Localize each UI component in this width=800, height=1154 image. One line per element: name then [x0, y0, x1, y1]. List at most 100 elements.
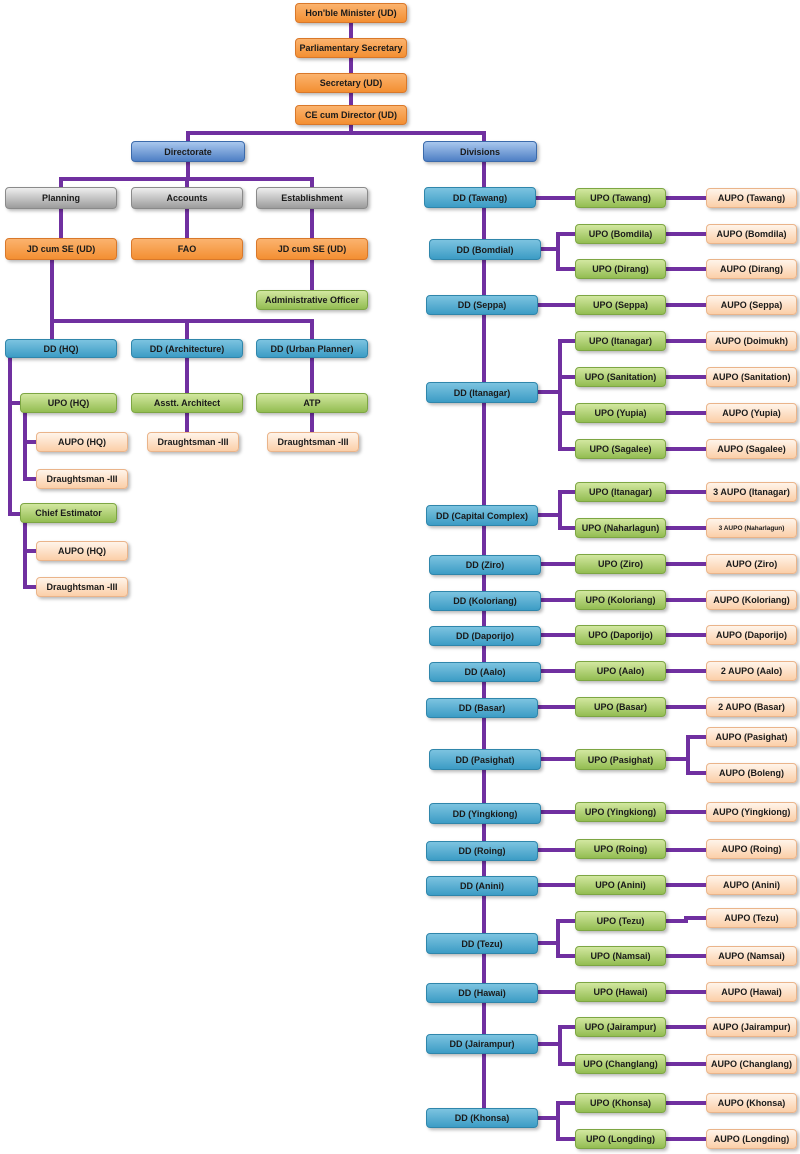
- upo-aalo-box[interactable]: UPO (Aalo): [575, 661, 666, 681]
- upo-itanagar-cc-box[interactable]: UPO (Itanagar): [575, 482, 666, 502]
- dd-koloriang-box[interactable]: DD (Koloriang): [429, 591, 541, 611]
- aupo-yingkiong-box[interactable]: AUPO (Yingkiong): [706, 802, 797, 822]
- upo-naharlagun-box[interactable]: UPO (Naharlagun): [575, 518, 666, 538]
- upo-khonsa-box[interactable]: UPO (Khonsa): [575, 1093, 666, 1113]
- upo-yupia-box[interactable]: UPO (Yupia): [575, 403, 666, 423]
- aupo-sagalee-box[interactable]: AUPO (Sagalee): [706, 439, 797, 459]
- fao-box[interactable]: FAO: [131, 238, 243, 260]
- aupo-roing-box[interactable]: AUPO (Roing): [706, 839, 797, 859]
- upo-namsai-box[interactable]: UPO (Namsai): [575, 946, 666, 966]
- upo-daporijo-box[interactable]: UPO (Daporijo): [575, 625, 666, 645]
- dd-daporijo-box[interactable]: DD (Daporijo): [429, 626, 541, 646]
- aupo-jairampur-box[interactable]: AUPO (Jairampur): [706, 1017, 797, 1037]
- dd-itanagar-box[interactable]: DD (Itanagar): [426, 382, 538, 403]
- divisions-box[interactable]: Divisions: [423, 141, 537, 162]
- aupo-namsai-box[interactable]: AUPO (Namsai): [706, 946, 797, 966]
- aupo-khonsa-box[interactable]: AUPO (Khonsa): [706, 1093, 797, 1113]
- dd-tawang-box[interactable]: DD (Tawang): [424, 187, 536, 208]
- upo-longding-box[interactable]: UPO (Longding): [575, 1129, 666, 1149]
- dd-seppa-box[interactable]: DD (Seppa): [426, 295, 538, 315]
- dd-capital-complex-box[interactable]: DD (Capital Complex): [426, 505, 538, 526]
- aupo-boleng-box[interactable]: AUPO (Boleng): [706, 763, 797, 783]
- upo-pasighat-box[interactable]: UPO (Pasighat): [575, 749, 666, 770]
- dd-anini-box[interactable]: DD (Anini): [426, 876, 538, 896]
- jd-planning-box[interactable]: JD cum SE (UD): [5, 238, 117, 260]
- draughtsman-atp-box[interactable]: Draughtsman -III: [267, 432, 359, 452]
- aupo-daporijo-box[interactable]: AUPO (Daporijo): [706, 625, 797, 645]
- aupo-basar-box[interactable]: 2 AUPO (Basar): [706, 697, 797, 717]
- aupo-hawai-box[interactable]: AUPO (Hawai): [706, 982, 797, 1002]
- upo-yingkiong-box[interactable]: UPO (Yingkiong): [575, 802, 666, 822]
- dd-pasighat-box[interactable]: DD (Pasighat): [429, 749, 541, 770]
- aupo-aalo-box[interactable]: 2 AUPO (Aalo): [706, 661, 797, 681]
- aupo-hq-box-2[interactable]: AUPO (HQ): [36, 541, 128, 561]
- dd-yingkiong-box[interactable]: DD (Yingkiong): [429, 803, 541, 824]
- dd-urban-planner-box[interactable]: DD (Urban Planner): [256, 339, 368, 358]
- draughtsman-box-1[interactable]: Draughtsman -III: [36, 469, 128, 489]
- atp-box[interactable]: ATP: [256, 393, 368, 413]
- upo-tezu-box[interactable]: UPO (Tezu): [575, 911, 666, 931]
- administrative-officer-box[interactable]: Administrative Officer: [256, 290, 368, 310]
- chief-estimator-box[interactable]: Chief Estimator: [20, 503, 117, 523]
- aupo-naharlagun-box[interactable]: 3 AUPO (Naharlagun): [706, 518, 797, 538]
- minister-box[interactable]: Hon'ble Minister (UD): [295, 3, 407, 23]
- upo-sagalee-box[interactable]: UPO (Sagalee): [575, 439, 666, 459]
- parliamentary-secretary-box[interactable]: Parliamentary Secretary: [295, 38, 407, 58]
- dd-basar-box[interactable]: DD (Basar): [426, 698, 538, 718]
- upo-ziro-box[interactable]: UPO (Ziro): [575, 554, 666, 574]
- accounts-box[interactable]: Accounts: [131, 187, 243, 209]
- secretary-box[interactable]: Secretary (UD): [295, 73, 407, 93]
- aupo-anini-box[interactable]: AUPO (Anini): [706, 875, 797, 895]
- draughtsman-architecture-box[interactable]: Draughtsman -III: [147, 432, 239, 452]
- upo-anini-box[interactable]: UPO (Anini): [575, 875, 666, 895]
- aupo-koloriang-box[interactable]: AUPO (Koloriang): [706, 590, 797, 610]
- aupo-hq-box-1[interactable]: AUPO (HQ): [36, 432, 128, 452]
- upo-hawai-box[interactable]: UPO (Hawai): [575, 982, 666, 1002]
- aupo-tezu-box[interactable]: AUPO (Tezu): [706, 908, 797, 928]
- upo-basar-box[interactable]: UPO (Basar): [575, 697, 666, 717]
- aupo-ziro-box[interactable]: AUPO (Ziro): [706, 554, 797, 574]
- asstt-architect-box[interactable]: Asstt. Architect: [131, 393, 243, 413]
- connector-line-3: [59, 207, 314, 240]
- dd-hq-box[interactable]: DD (HQ): [5, 339, 117, 358]
- dd-hawai-box[interactable]: DD (Hawai): [426, 983, 538, 1003]
- planning-box[interactable]: Planning: [5, 187, 117, 209]
- aupo-itanagar-cc-box[interactable]: 3 AUPO (Itanagar): [706, 482, 797, 502]
- upo-tawang-box[interactable]: UPO (Tawang): [575, 188, 666, 208]
- upo-itanagar-box[interactable]: UPO (Itanagar): [575, 331, 666, 351]
- aupo-doimukh-box[interactable]: AUPO (Doimukh): [706, 331, 797, 351]
- dd-jairampur-box[interactable]: DD (Jairampur): [426, 1034, 538, 1054]
- aupo-changlang-box[interactable]: AUPO (Changlang): [706, 1054, 797, 1074]
- aupo-bomdila-box[interactable]: AUPO (Bomdila): [706, 224, 797, 244]
- dd-architecture-box[interactable]: DD (Architecture): [131, 339, 243, 358]
- aupo-longding-box[interactable]: AUPO (Longding): [706, 1129, 797, 1149]
- upo-koloriang-box[interactable]: UPO (Koloriang): [575, 590, 666, 610]
- dd-roing-box[interactable]: DD (Roing): [426, 841, 538, 861]
- directorate-box[interactable]: Directorate: [131, 141, 245, 162]
- establishment-box[interactable]: Establishment: [256, 187, 368, 209]
- dd-bomdial-box[interactable]: DD (Bomdial): [429, 239, 541, 260]
- dd-tezu-box[interactable]: DD (Tezu): [426, 933, 538, 954]
- upo-changlang-box[interactable]: UPO (Changlang): [575, 1054, 666, 1074]
- upo-bomdila-box[interactable]: UPO (Bomdila): [575, 224, 666, 244]
- upo-roing-box[interactable]: UPO (Roing): [575, 839, 666, 859]
- aupo-dirang-box[interactable]: AUPO (Dirang): [706, 259, 797, 279]
- jd-establishment-box[interactable]: JD cum SE (UD): [256, 238, 368, 260]
- upo-hq-box[interactable]: UPO (HQ): [20, 393, 117, 413]
- aupo-pasighat-box[interactable]: AUPO (Pasighat): [706, 727, 797, 747]
- connector-line-8: [23, 521, 38, 589]
- upo-jairampur-box[interactable]: UPO (Jairampur): [575, 1017, 666, 1037]
- dd-khonsa-box[interactable]: DD (Khonsa): [426, 1108, 538, 1128]
- draughtsman-box-2[interactable]: Draughtsman -III: [36, 577, 128, 597]
- aupo-tawang-box[interactable]: AUPO (Tawang): [706, 188, 797, 208]
- dd-ziro-box[interactable]: DD (Ziro): [429, 555, 541, 575]
- dd-aalo-box[interactable]: DD (Aalo): [429, 662, 541, 682]
- aupo-yupia-box[interactable]: AUPO (Yupia): [706, 403, 797, 423]
- aupo-seppa-box[interactable]: AUPO (Seppa): [706, 295, 797, 315]
- upo-dirang-box[interactable]: UPO (Dirang): [575, 259, 666, 279]
- upo-seppa-box[interactable]: UPO (Seppa): [575, 295, 666, 315]
- connector-line-28: [536, 1025, 708, 1066]
- ce-director-box[interactable]: CE cum Director (UD): [295, 105, 407, 125]
- aupo-sanitation-box[interactable]: AUPO (Sanitation): [706, 367, 797, 387]
- upo-sanitation-box[interactable]: UPO (Sanitation): [575, 367, 666, 387]
